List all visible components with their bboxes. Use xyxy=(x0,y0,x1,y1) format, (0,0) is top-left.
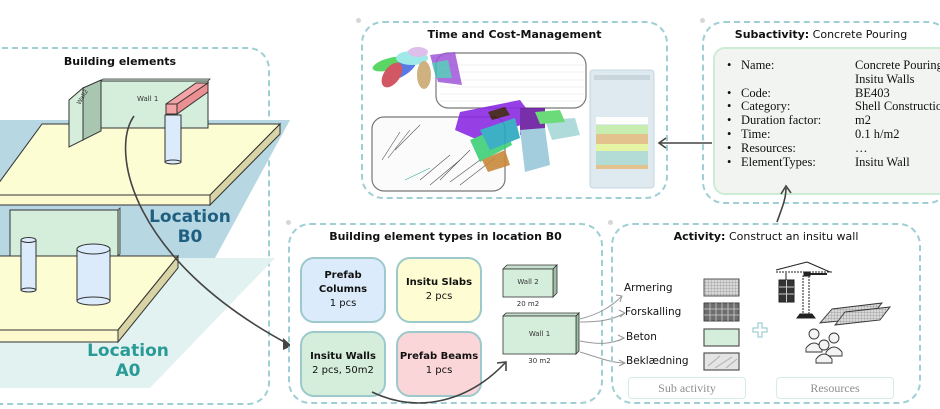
activity-title: Activity: Construct an insitu wall xyxy=(673,230,859,243)
wall2-area-label: 20 m2 xyxy=(516,300,540,308)
field-time: •Time:0.1 h/m2 xyxy=(727,126,900,141)
field-code: •Code:BE403 xyxy=(727,85,890,100)
element-types-title: Building element types in location B0 xyxy=(329,230,562,243)
card-prefab-beams[interactable]: Prefab Beams 1 pcs xyxy=(396,331,482,397)
upper-slab-side xyxy=(0,194,211,206)
card-prefab-columns[interactable]: Prefab Columns 1 pcs xyxy=(300,257,386,323)
legend-sub-activity[interactable]: Sub activity xyxy=(628,377,746,399)
subactivity-panel xyxy=(702,21,940,204)
subactivity-beklaedning[interactable]: Beklædning xyxy=(626,355,689,367)
card-qty: 1 pcs xyxy=(329,298,357,309)
building-elements-title: Building elements xyxy=(63,55,177,68)
wall1-top xyxy=(100,78,211,82)
card-qty: 2 pcs, 50m2 xyxy=(312,365,374,376)
panel-marker-dot xyxy=(608,220,613,225)
column-large-bottom xyxy=(76,296,111,306)
card-insitu-walls[interactable]: Insitu Walls 2 pcs, 50m2 xyxy=(300,331,386,397)
time-cost-title: Time and Cost-Management xyxy=(427,28,602,41)
beam-front xyxy=(165,103,178,115)
card-title: Insitu Slabs xyxy=(405,277,473,288)
field-resources: •Resources:… xyxy=(727,140,868,155)
column-upper xyxy=(164,114,182,163)
wall1-label: Wall 1 xyxy=(137,95,158,103)
card-qty: 1 pcs xyxy=(425,365,453,376)
wall2-box-label: Wall 2 xyxy=(517,278,539,286)
column-large-top xyxy=(76,243,111,255)
panel-marker-dot xyxy=(700,18,705,23)
column-small-bottom xyxy=(20,287,37,293)
panel-marker-dot xyxy=(286,220,291,225)
upper-slab-edge xyxy=(209,122,281,207)
column-small-top xyxy=(20,237,37,243)
subactivity-beton[interactable]: Beton xyxy=(626,331,657,343)
location-a0-label: Location A0 xyxy=(87,341,169,381)
subactivity-title: Subactivity: Concrete Pouring xyxy=(734,28,908,41)
building-elements-panel xyxy=(0,47,270,405)
location-b0-label: Location B0 xyxy=(149,207,231,247)
card-title: Prefab Beams xyxy=(399,351,479,362)
panel-marker-dot xyxy=(356,18,361,23)
column-small xyxy=(20,239,37,291)
field-name: •Name:Concrete Pouring xyxy=(727,58,940,72)
subactivity-field-list: •Name:Concrete Pouring Insitu Walls •Cod… xyxy=(727,58,940,169)
wall1-area-label: 30 m2 xyxy=(528,357,551,365)
time-cost-panel xyxy=(361,21,668,199)
card-title: Insitu Walls xyxy=(310,351,376,362)
card-qty: 2 pcs xyxy=(425,291,453,302)
field-category: •Category:Shell Construction xyxy=(727,99,940,114)
column-large xyxy=(76,248,111,302)
lower-wall-side xyxy=(117,207,121,257)
field-name-cont: Insitu Walls xyxy=(855,71,915,86)
wall2-side xyxy=(82,79,102,141)
wall1-box-label: Wall 1 xyxy=(528,330,551,338)
legend-resources[interactable]: Resources xyxy=(776,377,894,399)
subactivity-forskalling[interactable]: Forskalling xyxy=(625,306,682,318)
beam-side xyxy=(176,82,209,115)
card-insitu-slabs[interactable]: Insitu Slabs 2 pcs xyxy=(396,257,482,323)
column-upper-bottom xyxy=(164,159,182,165)
arrow-wall1-to-types xyxy=(124,115,290,346)
subactivity-card: •Name:Concrete Pouring Insitu Walls •Cod… xyxy=(713,47,940,195)
field-element-types: •ElementTypes:Insitu Wall xyxy=(727,154,910,169)
lower-slab-edge xyxy=(117,254,179,344)
subactivity-armering[interactable]: Armering xyxy=(624,282,673,294)
building-elements-scene: Wall 1 Wall2 xyxy=(0,78,290,388)
field-duration-factor: •Duration factor:m2 xyxy=(727,113,871,128)
activity-panel xyxy=(611,223,921,404)
card-title: Prefab Columns xyxy=(318,270,368,295)
